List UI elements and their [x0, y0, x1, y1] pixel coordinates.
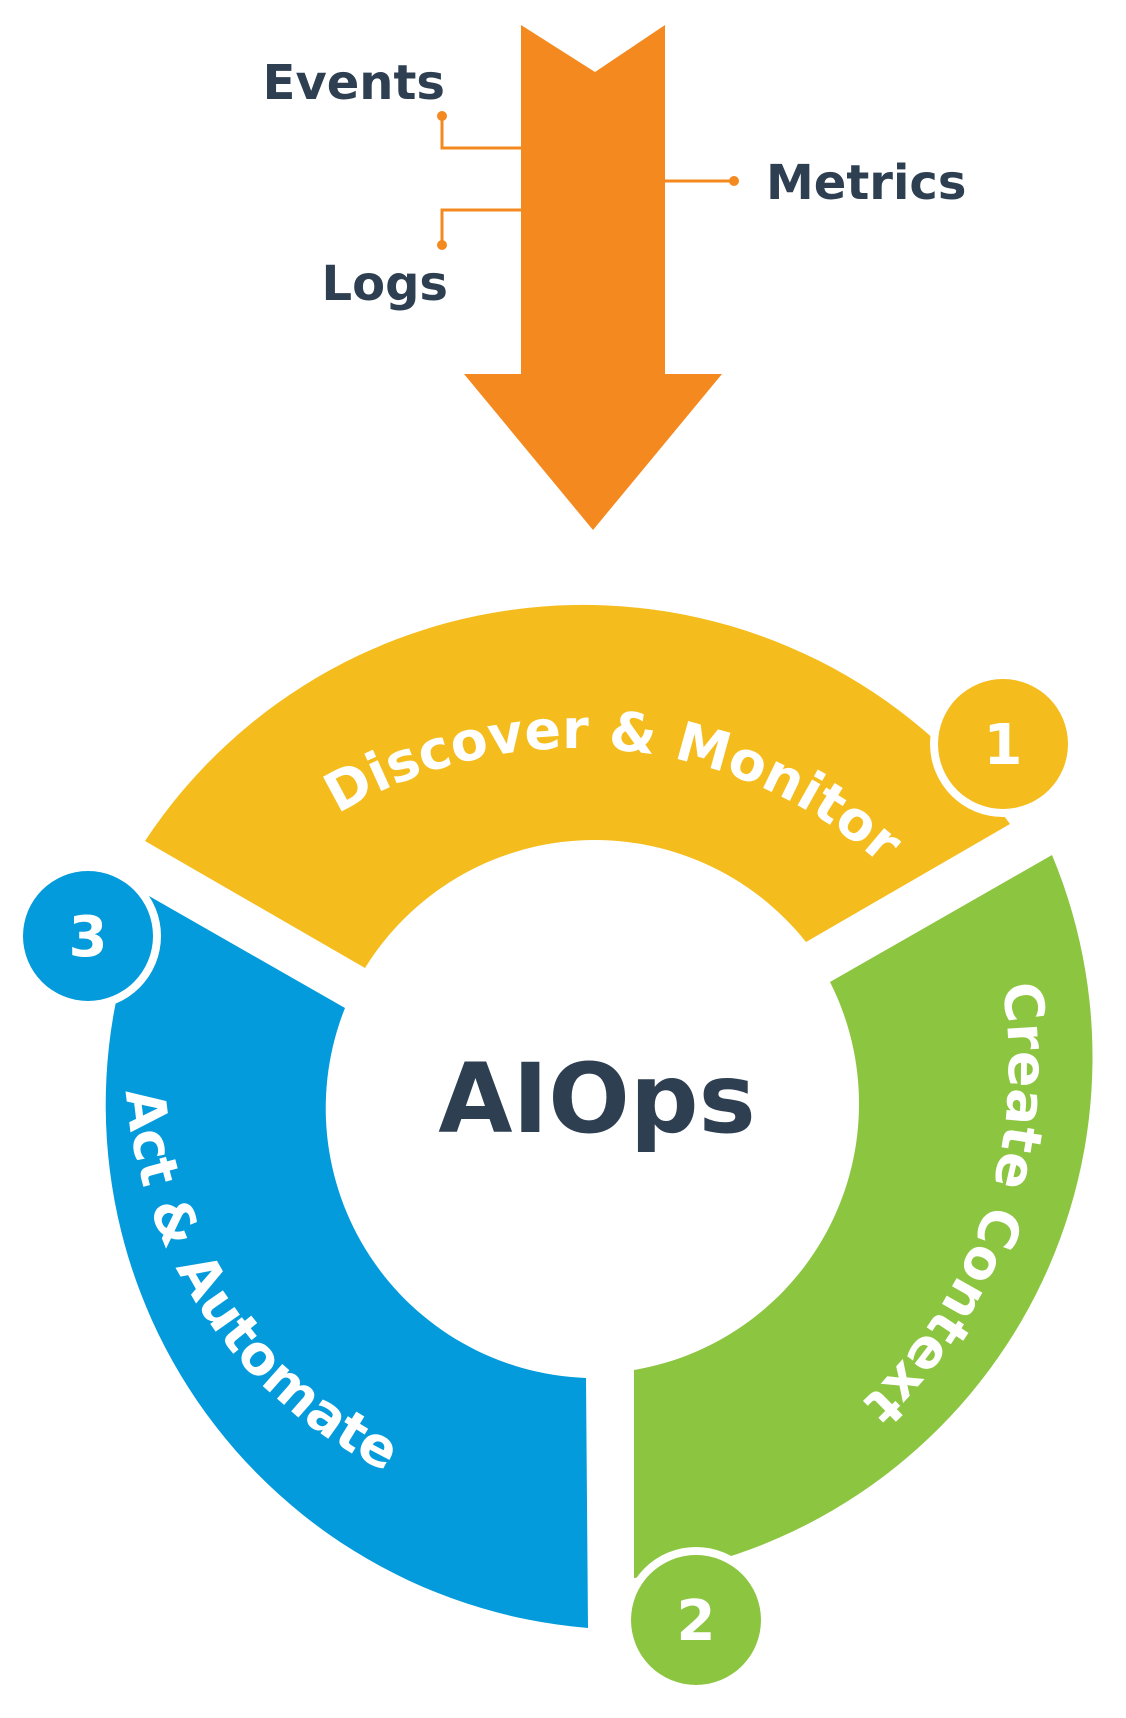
- segment-act-automate: [105, 896, 589, 1628]
- badge-2-number: 2: [677, 1589, 716, 1654]
- badge-1-number: 1: [984, 713, 1023, 778]
- badge-1: 1: [930, 671, 1076, 817]
- badge-2: 2: [623, 1547, 769, 1693]
- stage-ring: Discover & Monitor Create Context Act & …: [105, 604, 1093, 1628]
- segment-discover-monitor: [145, 604, 1010, 968]
- segment-create-context: [634, 855, 1093, 1578]
- center-title: AIOps: [438, 1043, 755, 1155]
- logs-connector: [437, 208, 521, 250]
- metrics-connector: [665, 176, 739, 186]
- badge-3: 3: [15, 863, 161, 1009]
- metrics-label: Metrics: [766, 155, 966, 211]
- events-connector: [437, 111, 521, 150]
- logs-label: Logs: [322, 256, 449, 312]
- badge-3-number: 3: [69, 905, 108, 970]
- input-arrow-group: Events Logs Metrics: [263, 25, 966, 530]
- events-label: Events: [263, 55, 445, 111]
- down-arrow: [464, 25, 722, 530]
